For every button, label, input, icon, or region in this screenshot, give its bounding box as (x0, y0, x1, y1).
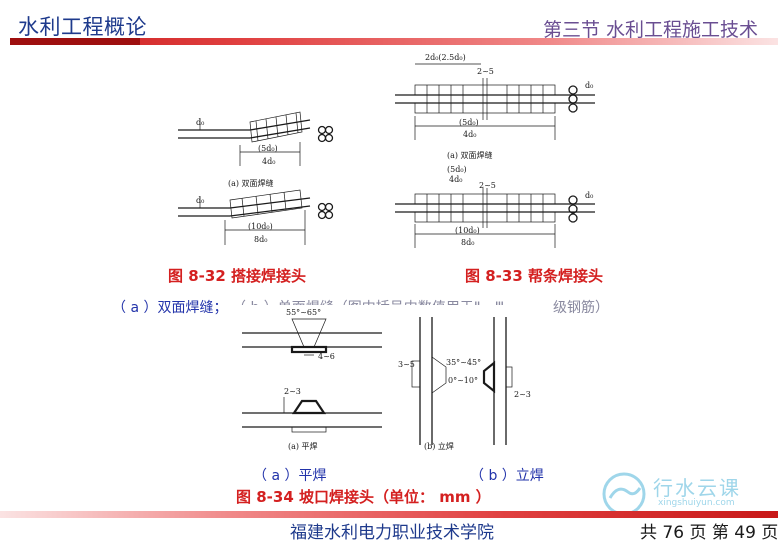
fig834-b-note: (b) 立焊 (424, 441, 454, 451)
fig834-a-dim: 2~3 (284, 387, 301, 396)
fig834-a-note: (a) 平焊 (288, 441, 318, 451)
fig834-b-dim-right: 2~3 (514, 390, 531, 399)
figure-8-34-caption: 图 8-34 坡口焊接头（单位： mm ） (236, 488, 491, 506)
fig834-a-gap: 4~6 (318, 352, 335, 361)
logo-domain: xingshuiyun.com (658, 498, 735, 508)
fig833-a-dim-bot: 4d₀ (463, 130, 476, 139)
subcaption-right: 级钢筋） (553, 300, 609, 316)
fig832-a-note: (a) 双面焊缝 (228, 178, 274, 188)
fig832-b-d0: d₀ (196, 196, 204, 205)
fig833-b-dim-top: (5d₀) (447, 165, 467, 174)
fig833-b-dim-top2: 4d₀ (449, 175, 462, 184)
page-current: 49 (734, 523, 756, 543)
fig833-a-dim-mid: (5d₀) (459, 118, 479, 127)
fig833-b-gap: 2~5 (479, 181, 496, 190)
subcaption-vertical-weld: （ b ）立焊 (470, 468, 544, 484)
page-indicator: 共 76 页 第 49 页 (640, 518, 778, 543)
school-name: 福建水利电力职业技术学院 (290, 523, 494, 543)
fig833-a-dim-top: 2d₀(2.5d₀) (425, 53, 466, 62)
fig833-b-dim-bot: 8d₀ (461, 238, 474, 247)
fig833-b-d0: d₀ (585, 191, 593, 200)
fig833-a-note: (a) 双面焊缝 (447, 150, 493, 160)
figure-8-32-diagram: d₀ (5d₀) 4d₀ (a) 双面焊缝 d₀ (10d₀) 8d₀ (178, 111, 334, 245)
fig832-a-dim-top: (5d₀) (258, 144, 278, 153)
fig833-a-gap: 2~5 (477, 67, 494, 76)
logo-name: 行水云课 (653, 476, 741, 500)
subcaption-left: （ a ）双面焊缝； (112, 300, 228, 316)
watermark-logo: 行水云课 xingshuiyun.com (598, 470, 778, 520)
fig834-b-angle2: 0°~10° (448, 376, 478, 385)
page-mid: 页 第 (684, 523, 735, 543)
fig832-a-dim-bot: 4d₀ (262, 157, 275, 166)
fig832-a-d0: d₀ (196, 118, 204, 127)
fig833-b-dim-mid: (10d₀) (455, 226, 480, 235)
header-divider-accent (10, 38, 140, 45)
header-divider (10, 38, 778, 45)
page-prefix: 共 (640, 523, 663, 543)
fig834-b-angle1: 35°~45° (446, 358, 481, 367)
page-total: 76 (662, 523, 685, 543)
section-title: 第三节 水利工程施工技术 (542, 19, 758, 41)
subcaption-flat-weld: （ a ）平焊 (253, 468, 327, 484)
fig832-b-dim-bot: 8d₀ (254, 235, 267, 244)
fig832-b-dim-top: (10d₀) (248, 222, 273, 231)
figure-8-34-diagram: 55°~65° 4~6 2~3 (a) 平焊 3~5 35°~45° 0°~10… (232, 305, 547, 460)
course-title: 水利工程概论 (18, 15, 147, 39)
figure-8-32-caption: 图 8-32 搭接焊接头 (168, 267, 306, 285)
fig833-a-d0: d₀ (585, 81, 593, 90)
fig834-a-angle: 55°~65° (286, 308, 321, 317)
footer-divider (0, 511, 778, 518)
figure-8-33-diagram: 2d₀(2.5d₀) 2~5 d₀ (5d₀) 4d₀ (a) 双面焊缝 (5d… (395, 53, 595, 248)
figure-8-33-caption: 图 8-33 帮条焊接头 (465, 267, 603, 285)
page-suffix: 页 (755, 523, 778, 543)
fig834-b-dim-left: 3~5 (398, 360, 415, 369)
